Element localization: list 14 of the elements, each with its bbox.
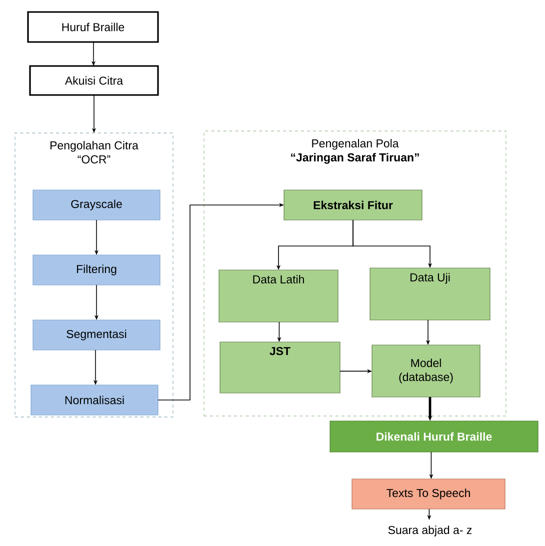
process-box: Grayscale — [32, 190, 160, 220]
process-box: JST — [220, 342, 340, 394]
process-box: Huruf Braille — [27, 11, 159, 43]
process-box: Normalisasi — [30, 384, 158, 416]
process-box: Akuisi Citra — [29, 65, 159, 96]
result-box: Dikenali Huruf Braille — [330, 420, 538, 452]
process-box: Model (database) — [372, 344, 480, 398]
process-box: Texts To Speech — [352, 478, 506, 510]
process-box: Filtering — [32, 254, 160, 286]
process-box: Data Latih — [218, 270, 338, 322]
process-box: Ekstraksi Fitur — [284, 190, 422, 220]
process-box: Data Uji — [370, 268, 490, 320]
process-box: Segmentasi — [32, 320, 160, 350]
output-text: Suara abjad a- z — [388, 526, 472, 536]
